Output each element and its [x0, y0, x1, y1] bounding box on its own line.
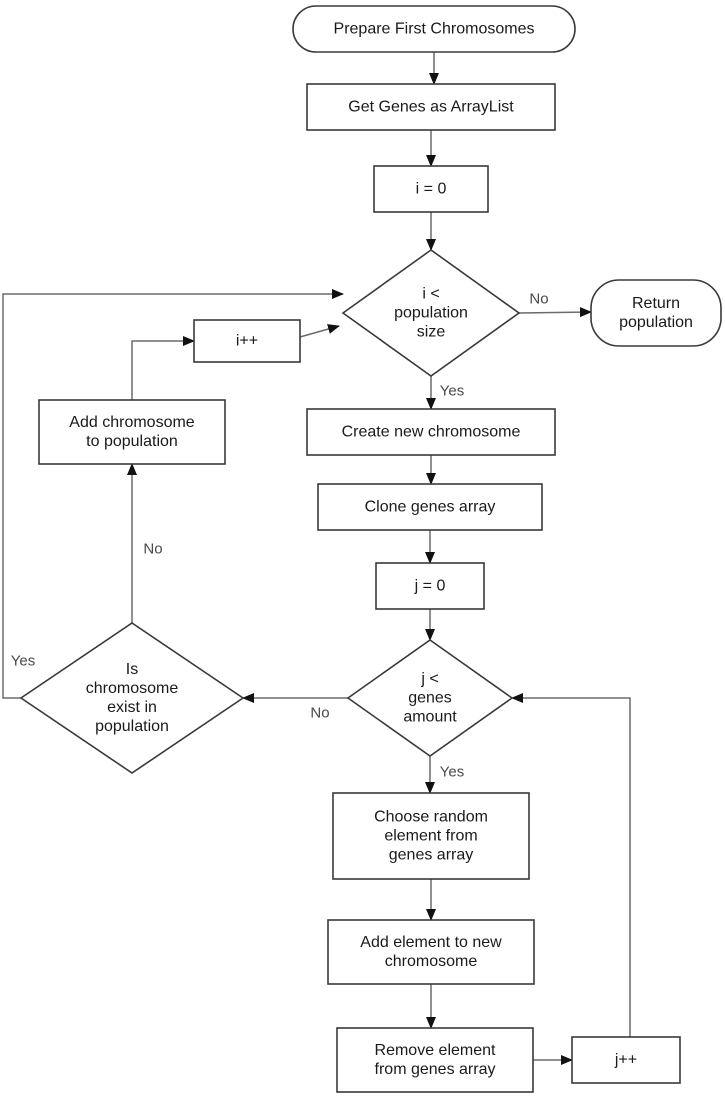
edge-j-inc-to-j-check	[511, 693, 631, 1037]
edge-add-chromosome-to-i-inc	[131, 336, 195, 400]
node-add-chromosome: Add chromosome to population	[38, 399, 226, 465]
j-inc-text: j++	[614, 1052, 637, 1069]
exist-check-text: exist in	[107, 699, 157, 716]
clone-genes-text: Clone genes array	[365, 499, 496, 516]
i-check-text: i <	[422, 286, 439, 303]
j-check-text: genes	[408, 690, 452, 707]
exist-check-text: chromosome	[86, 680, 179, 697]
j-check-text: amount	[403, 709, 457, 726]
node-clone-genes: Clone genes array	[317, 483, 543, 531]
node-remove-element: Remove element from genes array	[336, 1027, 534, 1093]
start-shape	[292, 5, 576, 53]
node-i-init: i = 0	[373, 165, 489, 213]
get-genes-text: Get Genes as ArrayList	[348, 99, 514, 116]
add-chromosome-text: Add chromosome	[69, 414, 194, 431]
i-check-text: size	[417, 324, 446, 341]
start-text: Prepare First Chromosomes	[334, 21, 535, 38]
edge-i-inc-to-i-check	[299, 324, 340, 338]
remove-element-text: Remove element	[375, 1042, 497, 1059]
edge-label-exist-check-to-i-check: Yes	[11, 653, 35, 670]
i-check-shape	[341, 249, 521, 377]
add-chromosome-shape	[38, 399, 226, 465]
i-init-shape	[373, 165, 489, 213]
add-element-shape	[327, 919, 535, 985]
node-add-element: Add element to new chromosome	[327, 919, 535, 985]
node-j-inc: j++	[571, 1036, 681, 1084]
node-choose-random: Choose random element from genes array	[332, 792, 530, 880]
i-inc-shape	[193, 319, 301, 363]
j-init-shape	[375, 562, 485, 610]
edge-label-i-check-to-create-chromosome: Yes	[440, 383, 464, 400]
edge-label-i-check-to-return-pop: No	[529, 291, 548, 308]
i-check-text: population	[394, 305, 468, 322]
choose-random-text: genes array	[389, 847, 474, 864]
exist-check-text: population	[95, 718, 169, 735]
j-inc-shape	[571, 1036, 681, 1084]
node-exist-check: Is chromosome exist in population	[19, 622, 245, 774]
node-j-init: j = 0	[375, 562, 485, 610]
add-element-text: chromosome	[385, 953, 478, 970]
edge-label-j-check-to-choose-random: Yes	[440, 764, 464, 781]
edge-i-check-to-return-pop	[518, 307, 592, 318]
edge-label-exist-check-to-add-chromosome: No	[143, 541, 162, 558]
get-genes-shape	[306, 83, 556, 131]
choose-random-shape	[332, 792, 530, 880]
node-start: Prepare First Chromosomes	[292, 5, 576, 53]
j-check-text: j <	[420, 671, 438, 688]
return-pop-shape	[590, 279, 722, 347]
node-j-check: j < genes amount	[346, 639, 514, 757]
exist-check-text: Is	[126, 661, 138, 678]
exist-check-shape	[19, 622, 245, 774]
remove-element-text: from genes array	[375, 1061, 496, 1078]
node-get-genes: Get Genes as ArrayList	[306, 83, 556, 131]
i-init-text: i = 0	[416, 181, 447, 198]
remove-element-shape	[336, 1027, 534, 1093]
node-create-chromosome: Create new chromosome	[306, 408, 556, 456]
choose-random-text: element from	[384, 828, 477, 845]
create-chromosome-text: Create new chromosome	[342, 424, 521, 441]
clone-genes-shape	[317, 483, 543, 531]
edge-exist-check-to-i-check	[2, 289, 344, 699]
add-chromosome-text: to population	[86, 433, 178, 450]
j-check-shape	[346, 639, 514, 757]
node-return-pop: Return population	[590, 279, 722, 347]
add-element-text: Add element to new	[360, 934, 502, 951]
return-pop-text: Return	[632, 295, 680, 312]
return-pop-text: population	[619, 314, 693, 331]
i-inc-text: i++	[236, 333, 258, 350]
node-i-check: i < population size	[341, 249, 521, 377]
node-i-inc: i++	[193, 319, 301, 363]
j-init-text: j = 0	[414, 578, 446, 595]
choose-random-text: Choose random	[374, 809, 488, 826]
edge-label-j-check-to-exist-check: No	[310, 705, 329, 722]
create-chromosome-shape	[306, 408, 556, 456]
